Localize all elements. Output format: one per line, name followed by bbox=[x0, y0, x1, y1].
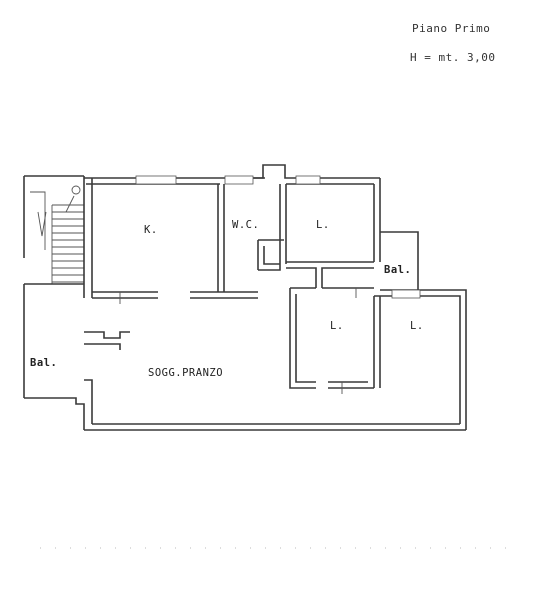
room-label-bedroom-1: L. bbox=[316, 219, 330, 231]
windows bbox=[135, 175, 421, 299]
room-label-wc: W.C. bbox=[232, 219, 260, 231]
room-label-living: SOGG.PRANZO bbox=[148, 367, 224, 379]
room-label-balcony-left: Bal. bbox=[30, 357, 58, 369]
staircase bbox=[23, 175, 84, 284]
floor-title: Piano Primo bbox=[412, 22, 491, 35]
room-label-bedroom-2: L. bbox=[330, 320, 344, 332]
room-label-bedroom-3: L. bbox=[410, 320, 424, 332]
room-label-kitchen: K. bbox=[144, 224, 158, 236]
room-label-balcony-right: Bal. bbox=[384, 264, 412, 276]
ceiling-height: H = mt. 3,00 bbox=[410, 51, 496, 64]
interior-walls bbox=[84, 184, 381, 394]
